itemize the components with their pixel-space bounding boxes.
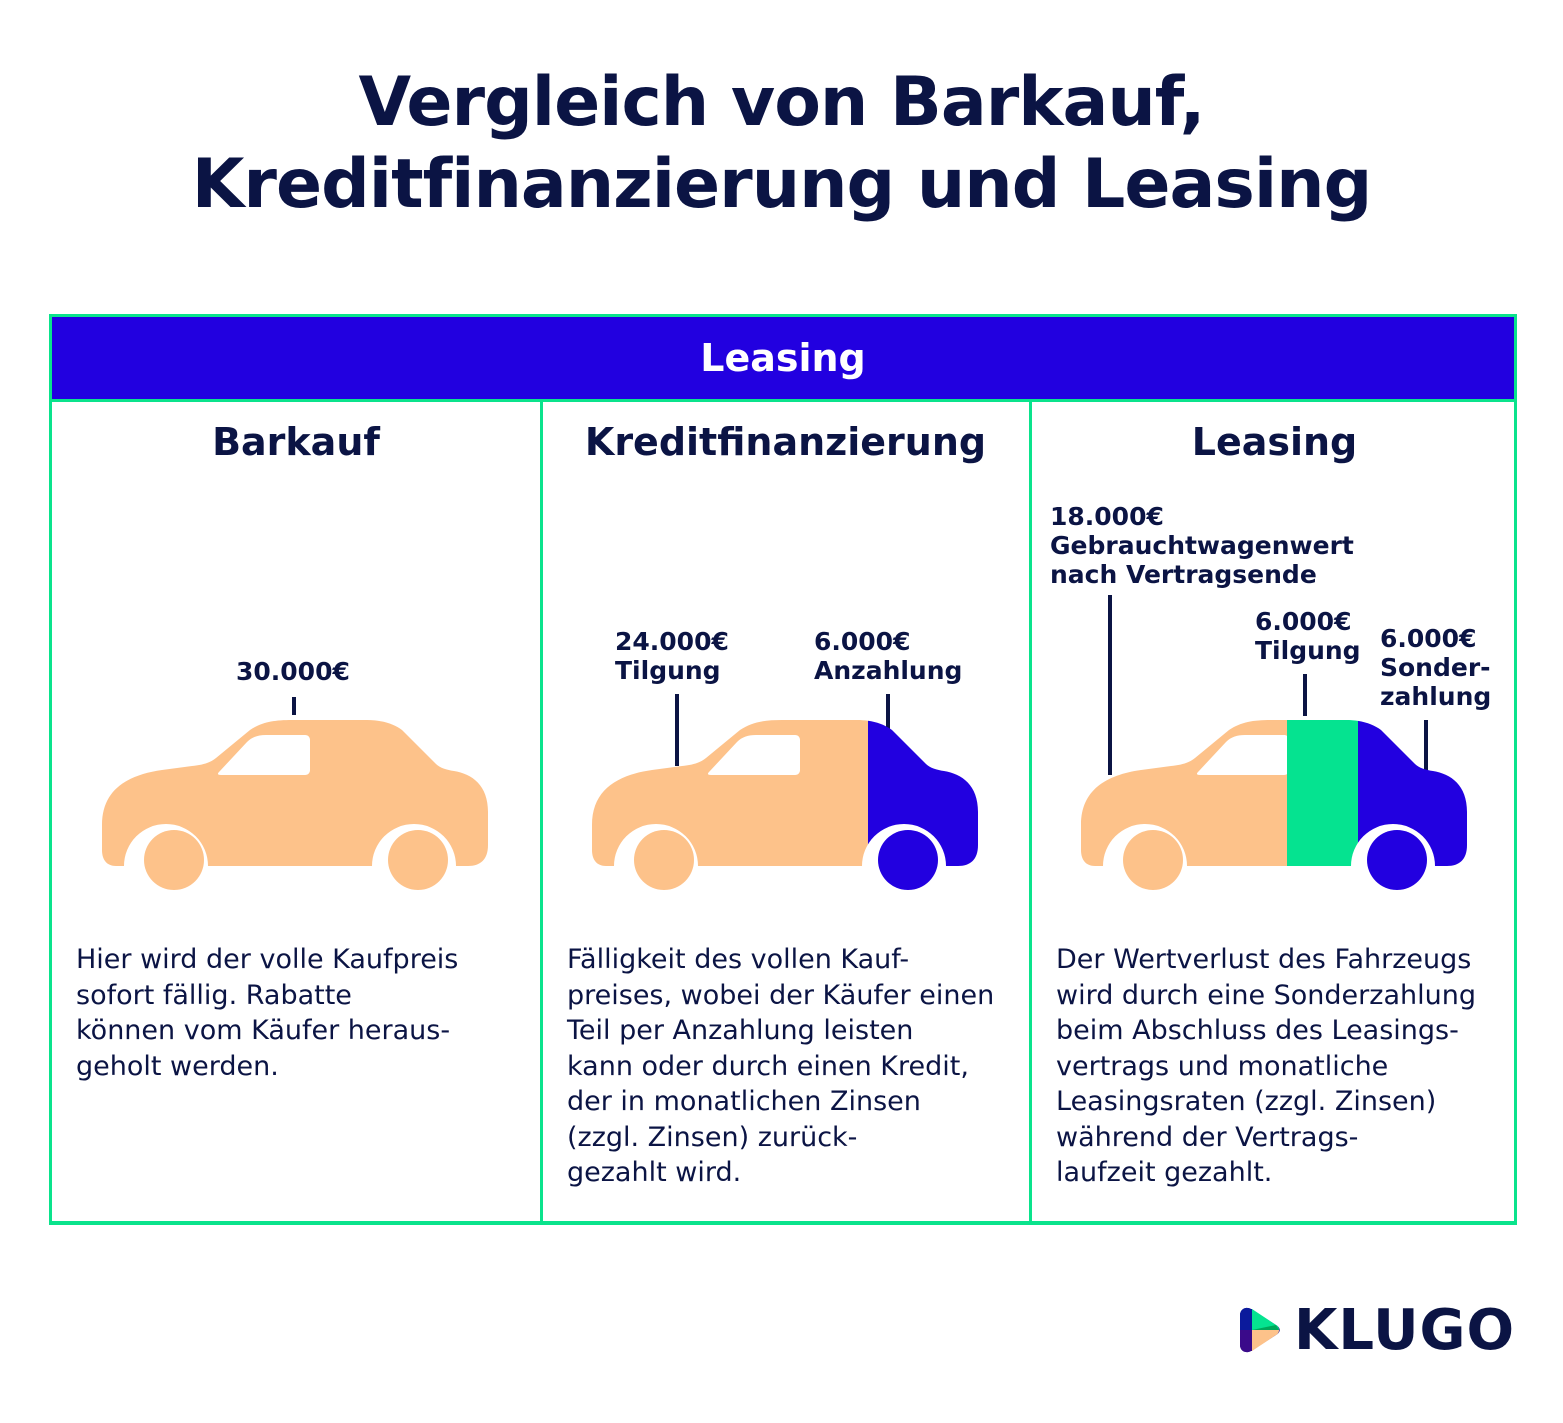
label-pointer (1108, 595, 1112, 775)
car-icon (592, 720, 978, 890)
label-anzahlung: 6.000€ Anzahlung (814, 627, 962, 685)
description-line: während der Vertrags- (1056, 1121, 1359, 1153)
description-line: der in monatlichen Zinsen (567, 1086, 921, 1117)
column-description: Hier wird der volle Kaufpreis sofort fäl… (76, 942, 526, 1084)
label-text: Gebrauchtwagenwert (1050, 531, 1354, 560)
description-line: Hier wird der volle Kaufpreis (76, 944, 459, 975)
car-icon (1081, 720, 1467, 890)
description-line: preises, wobei der Käufer einen (567, 979, 995, 1011)
description-line: gezahlt wird. (567, 1157, 742, 1188)
description-line: vertrags und monatliche (1056, 1050, 1389, 1082)
description-line: (zzgl. Zinsen) zurück- (567, 1121, 858, 1153)
description-line: kann oder durch einen Kredit, (567, 1050, 969, 1082)
description-line: laufzeit gezahlt. (1056, 1157, 1273, 1188)
label-pointer (1303, 674, 1307, 716)
klugo-play-icon (1240, 1307, 1280, 1353)
title-line-2: Kreditfinanzierung und Leasing (191, 145, 1373, 224)
label-amount: 24.000€ (615, 627, 729, 656)
label-text: zahlung (1380, 682, 1492, 711)
column-title: Leasing (1191, 420, 1358, 464)
column-description: Fälligkeit des vollen Kauf- preises, wob… (567, 942, 1017, 1191)
label-pointer (292, 697, 296, 715)
description-line: sofort fällig. Rabatte (76, 979, 352, 1011)
table-header: Leasing (52, 317, 1514, 402)
column-title: Kreditfinanzierung (584, 420, 987, 464)
label-sonderzahlung: 6.000€ Sonder- zahlung (1380, 624, 1491, 711)
label-text: nach Vertragsende (1050, 560, 1317, 589)
description-line: Fälligkeit des vollen Kauf- (567, 944, 910, 975)
column-title: Barkauf (212, 420, 380, 464)
description-line: Der Wertverlust des Fahrzeugs (1056, 944, 1472, 975)
label-amount: 6.000€ (814, 627, 911, 656)
label-text: Tilgung (1255, 636, 1361, 665)
klugo-logo: KLUGO (1238, 1298, 1515, 1363)
label-tilgung: 6.000€ Tilgung (1255, 607, 1361, 665)
label-price: 30.000€ (236, 657, 350, 686)
description-line: geholt werden. (76, 1050, 279, 1082)
description-line: wird durch eine Sonderzahlung (1056, 979, 1476, 1011)
table-header-label: Leasing (700, 336, 866, 380)
label-text: Anzahlung (814, 656, 963, 685)
label-tilgung: 24.000€ Tilgung (615, 627, 729, 685)
label-pointer (1424, 720, 1428, 772)
label-amount: 30.000€ (236, 657, 350, 686)
page-title: Vergleich von Barkauf, Kreditfinanzierun… (0, 62, 1563, 226)
description-line: Leasingsraten (zzgl. Zinsen) (1056, 1086, 1437, 1117)
title-line-1: Vergleich von Barkauf, (358, 63, 1206, 142)
label-pointer (886, 694, 890, 742)
label-text: Sonder- (1380, 653, 1491, 682)
label-amount: 18.000€ (1050, 502, 1164, 531)
label-gebrauchtwagenwert: 18.000€ Gebrauchtwagenwert nach Vertrags… (1050, 502, 1354, 589)
column-barkauf: Barkauf 30.000€ Hier wird der volle Kauf… (52, 402, 540, 1221)
description-line: können vom Käufer heraus- (76, 1015, 451, 1046)
klugo-wordmark: KLUGO (1294, 1297, 1516, 1363)
label-text: Tilgung (615, 656, 721, 685)
column-leasing: Leasing 18.000€ Gebrauchtwagenwert nach … (1029, 402, 1517, 1221)
description-line: beim Abschluss des Leasings- (1056, 1015, 1459, 1046)
description-line: Teil per Anzahlung leisten (567, 1015, 914, 1046)
label-amount: 6.000€ (1255, 607, 1352, 636)
label-amount: 6.000€ (1380, 624, 1477, 653)
label-pointer (675, 694, 679, 766)
column-description: Der Wertverlust des Fahrzeugs wird durch… (1056, 942, 1506, 1191)
comparison-table: Leasing Barkauf 30.000€ Hier wird der vo… (49, 314, 1517, 1225)
column-kreditfinanzierung: Kreditfinanzierung 24.000€ Tilgung 6.000… (540, 402, 1028, 1221)
car-icon (102, 720, 488, 890)
